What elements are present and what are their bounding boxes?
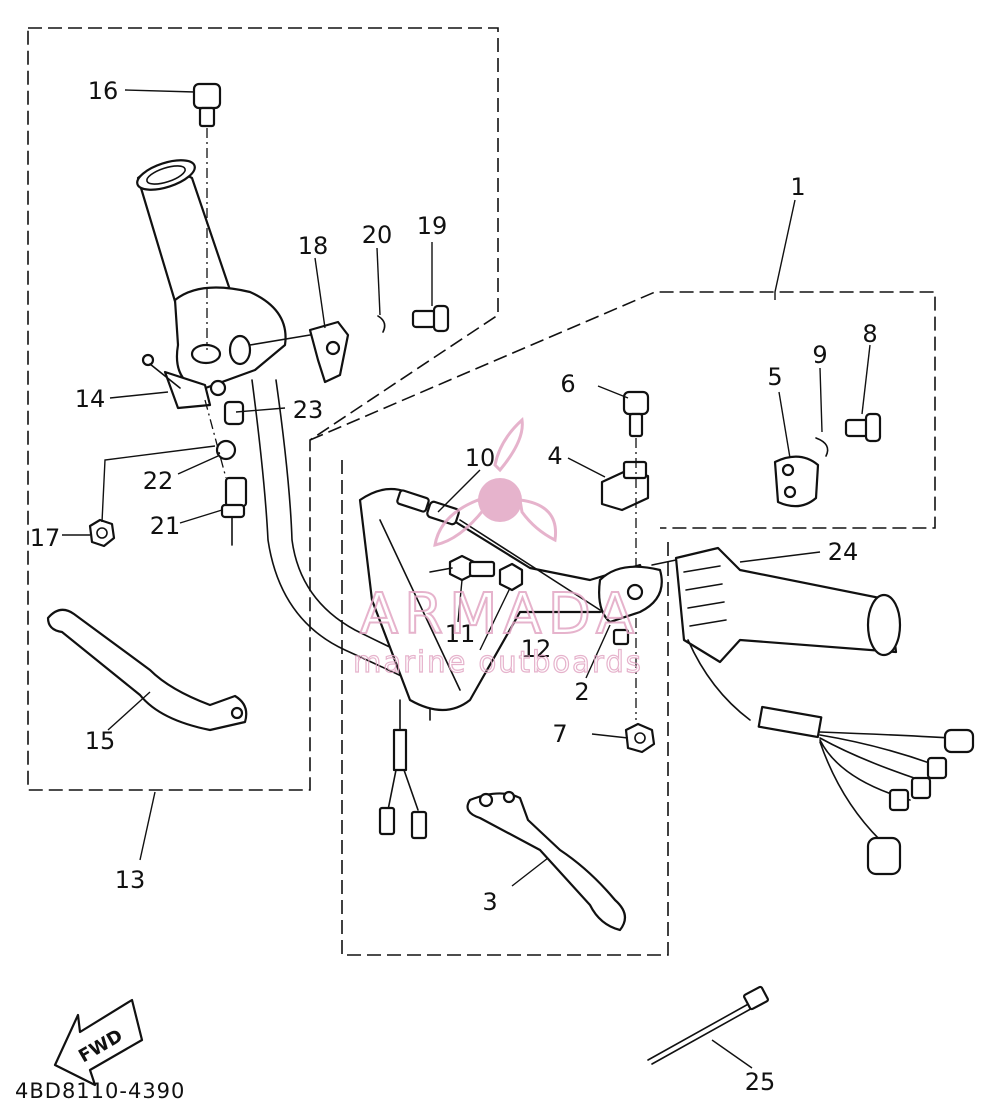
part-label-6: 6	[560, 370, 575, 398]
part-label-1: 1	[790, 173, 805, 201]
part-label-4: 4	[547, 442, 562, 470]
screw-8-part	[844, 412, 882, 443]
part-label-20: 20	[362, 221, 393, 249]
part-label-24: 24	[828, 538, 859, 566]
cable-with-connectors-part	[378, 699, 428, 840]
part-label-23: 23	[293, 396, 324, 424]
clamp-5-part	[773, 455, 820, 508]
part-label-12: 12	[521, 635, 552, 663]
lever-3-part	[466, 790, 627, 932]
part-label-14: 14	[75, 385, 106, 413]
part-label-7: 7	[552, 720, 567, 748]
part-label-9: 9	[812, 341, 827, 369]
washer-20-part	[377, 315, 386, 333]
switch-harness-part	[687, 639, 975, 876]
lever-bracket-2-part	[598, 565, 663, 646]
washer-9-part	[815, 437, 829, 457]
lever-15-part	[46, 608, 248, 732]
throttle-grip-24-part	[651, 546, 902, 664]
cable-adjuster-parts-21-22-23	[204, 399, 248, 546]
left-lever-holder-part	[141, 286, 287, 410]
nut-17-part	[88, 518, 116, 548]
watermark-brand: ARMADA	[360, 582, 640, 647]
assembly-boundary-1	[309, 291, 936, 956]
part-label-3: 3	[482, 888, 497, 916]
propeller-logo-icon	[433, 417, 558, 547]
fwd-direction-arrow: FWD	[53, 998, 144, 1087]
armada-watermark: ARMADA marine outboards	[353, 417, 643, 680]
part-label-17: 17	[30, 524, 61, 552]
part-label-5: 5	[767, 363, 782, 391]
part-label-18: 18	[298, 232, 329, 260]
cable-adjuster-10-11-12-parts	[396, 489, 601, 611]
part-label-15: 15	[85, 727, 116, 755]
part-label-10: 10	[465, 444, 496, 472]
part-label-25: 25	[745, 1068, 776, 1096]
part-label-8: 8	[862, 320, 877, 348]
clamp-bracket-18-part	[249, 320, 350, 384]
cable-tie-25-part	[647, 985, 769, 1065]
part-label-11: 11	[445, 620, 476, 648]
drawing-code: 4BD8110-4390	[15, 1079, 185, 1103]
part-label-21: 21	[150, 512, 181, 540]
part-label-13: 13	[115, 866, 146, 894]
left-handlebar-grip-part	[136, 159, 232, 320]
part-labels: 1 2 3 4 5 6 7 8 9 10 11 12 13 14 15 16 1…	[30, 77, 878, 1096]
part-label-2: 2	[574, 678, 589, 706]
bolt-16-part	[192, 82, 222, 350]
part-label-22: 22	[143, 467, 174, 495]
leader-lines	[62, 89, 871, 1069]
screw-19-part	[411, 304, 450, 333]
nut-7-part	[624, 722, 656, 754]
part-label-16: 16	[88, 77, 119, 105]
switch-4-part	[600, 460, 650, 512]
watermark-tagline: marine outboards	[353, 645, 643, 679]
part-label-19: 19	[417, 212, 448, 240]
